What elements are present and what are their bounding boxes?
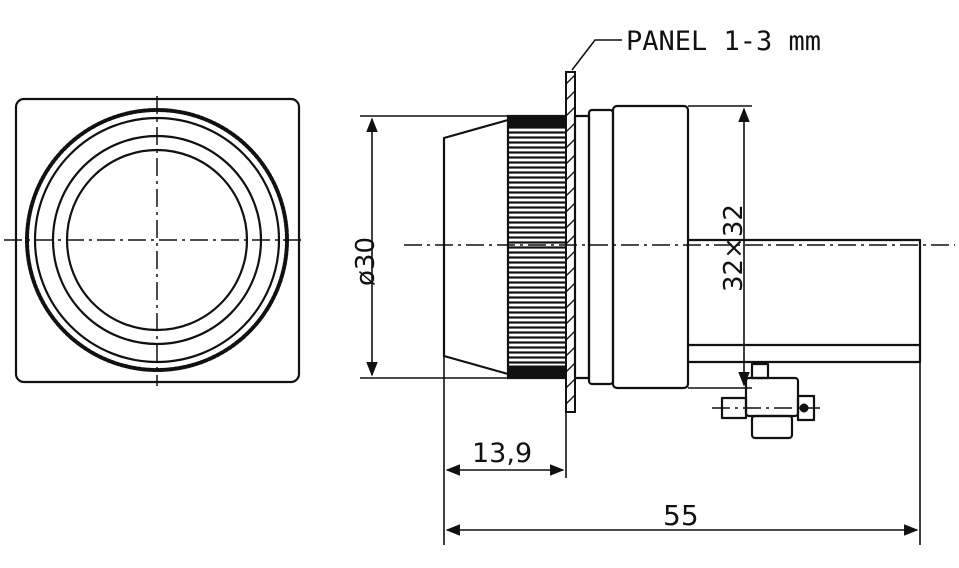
overall-length-label: 55 (663, 499, 699, 532)
collar-ring (587, 108, 615, 386)
panel-leader (571, 39, 622, 71)
terminal (712, 362, 820, 440)
front-view (4, 96, 305, 386)
terminal-housing (744, 376, 800, 418)
lens-cap (442, 118, 510, 376)
body-size-label: 32×32 (719, 204, 749, 292)
terminal-post (750, 362, 770, 380)
bezel-depth-label: 13,9 (472, 438, 532, 469)
contact-block (686, 238, 922, 364)
switch-body (611, 104, 690, 390)
knurled-bezel (506, 114, 570, 380)
lens-inner-circle (65, 148, 249, 332)
collar-front (573, 114, 591, 380)
dimensions (360, 39, 921, 545)
diameter-label: ø30 (351, 237, 381, 286)
side-view (404, 71, 955, 440)
terminal-base (750, 414, 794, 440)
bezel-bottom-band (507, 365, 569, 379)
bezel-top-band (507, 115, 569, 129)
panel-note-label: PANEL 1-3 mm (626, 26, 821, 57)
